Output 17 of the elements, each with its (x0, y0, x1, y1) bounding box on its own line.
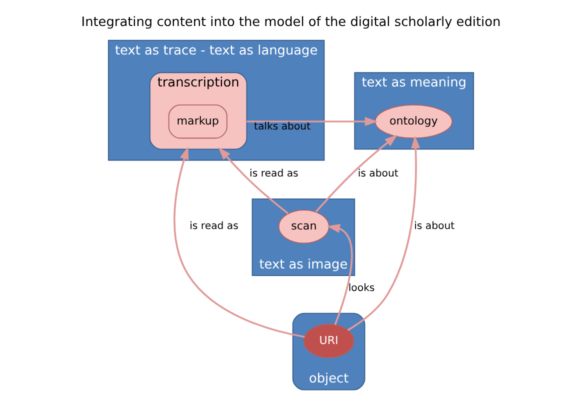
edge-label: is read as (189, 221, 238, 232)
arrow (346, 135, 420, 331)
node-box: markup (168, 104, 227, 139)
node-ellipse: URI (302, 324, 354, 358)
arrow (218, 147, 288, 214)
arrow (314, 134, 398, 212)
arrow (326, 224, 352, 326)
node-ellipse: scan (278, 210, 329, 244)
edge-label: is read as (249, 168, 298, 180)
edge-label: is about (414, 221, 454, 232)
edge-label: talks about (254, 122, 310, 133)
arrow (246, 116, 378, 126)
diagram-title: Integrating content into the model of the digital scholarly edition (80, 14, 500, 30)
arrow (173, 146, 304, 338)
edge-label: is about (357, 168, 398, 180)
edge-label: looks (348, 282, 374, 294)
node-ellipse: ontology (374, 104, 452, 139)
